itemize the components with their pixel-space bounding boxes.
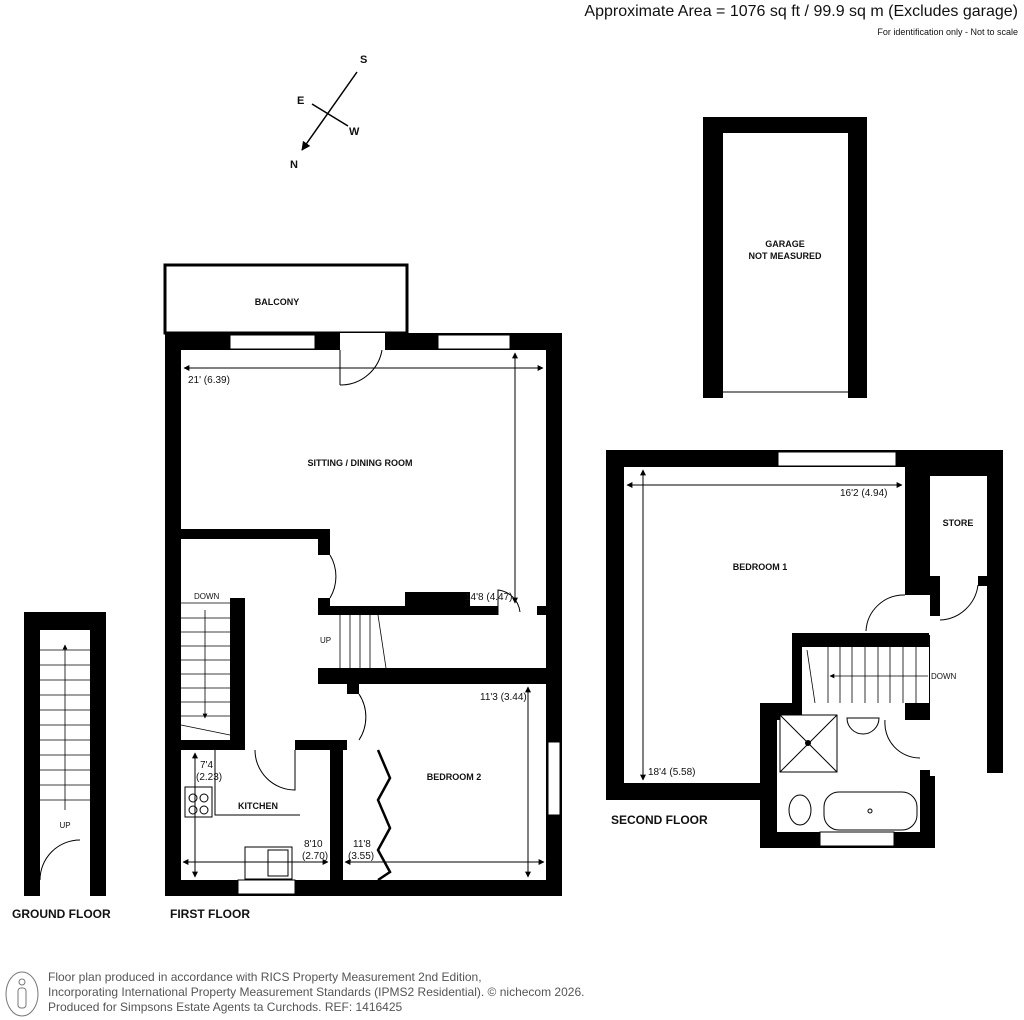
svg-text:SITTING / DINING ROOM: SITTING / DINING ROOM	[308, 458, 413, 468]
svg-text:UP: UP	[59, 821, 70, 830]
svg-text:BEDROOM 2: BEDROOM 2	[427, 772, 482, 782]
garage: GARAGE NOT MEASURED	[703, 117, 867, 398]
svg-text:GARAGE: GARAGE	[765, 239, 805, 249]
scale-note: For identification only - Not to scale	[877, 27, 1018, 37]
footer-line: Incorporating International Property Mea…	[48, 985, 585, 999]
compass-icon: S E W N	[290, 54, 367, 171]
svg-text:GROUND FLOOR: GROUND FLOOR	[12, 907, 111, 921]
svg-text:DOWN: DOWN	[931, 672, 957, 681]
svg-text:(3.55): (3.55)	[348, 851, 374, 862]
svg-text:FIRST FLOOR: FIRST FLOOR	[170, 907, 250, 921]
svg-text:KITCHEN: KITCHEN	[238, 801, 278, 811]
footer-line: Produced for Simpsons Estate Agents ta C…	[48, 1000, 403, 1014]
svg-text:7'4: 7'4	[200, 760, 213, 771]
svg-text:16'2 (4.94): 16'2 (4.94)	[840, 488, 888, 499]
svg-text:NOT MEASURED: NOT MEASURED	[748, 251, 822, 261]
svg-text:S: S	[360, 54, 367, 66]
footer: Floor plan produced in accordance with R…	[48, 970, 584, 1015]
svg-text:DOWN: DOWN	[194, 592, 220, 601]
svg-text:21' (6.39): 21' (6.39)	[188, 375, 230, 386]
svg-text:W: W	[349, 126, 360, 138]
second-floor: DOWN 16'2 (4.94) 18'4 (5.58) BEDROOM 1 S…	[606, 450, 1003, 848]
footer-line: Floor plan produced in accordance with R…	[48, 970, 482, 984]
person-icon	[5, 971, 39, 1017]
svg-text:(2.23): (2.23)	[196, 772, 222, 783]
svg-text:SECOND FLOOR: SECOND FLOOR	[611, 813, 708, 827]
first-floor: BALCONY	[163, 263, 562, 921]
svg-text:18'4 (5.58): 18'4 (5.58)	[648, 767, 696, 778]
svg-text:(2.70): (2.70)	[302, 851, 328, 862]
svg-text:N: N	[290, 159, 298, 171]
svg-text:STORE: STORE	[943, 518, 974, 528]
svg-text:BEDROOM 1: BEDROOM 1	[733, 562, 788, 572]
svg-text:UP: UP	[320, 636, 331, 645]
svg-text:E: E	[297, 95, 304, 107]
svg-text:11'3 (3.44): 11'3 (3.44)	[480, 692, 527, 703]
svg-text:8'10: 8'10	[304, 839, 323, 850]
svg-text:11'8: 11'8	[353, 839, 371, 850]
svg-text:BALCONY: BALCONY	[255, 297, 300, 307]
area-text: Approximate Area = 1076 sq ft / 99.9 sq …	[584, 3, 1018, 20]
ground-floor: UP GROUND FLOOR	[12, 612, 111, 921]
svg-text:14'8 (4.47): 14'8 (4.47)	[465, 592, 513, 603]
header: Approximate Area = 1076 sq ft / 99.9 sq …	[584, 3, 1018, 37]
